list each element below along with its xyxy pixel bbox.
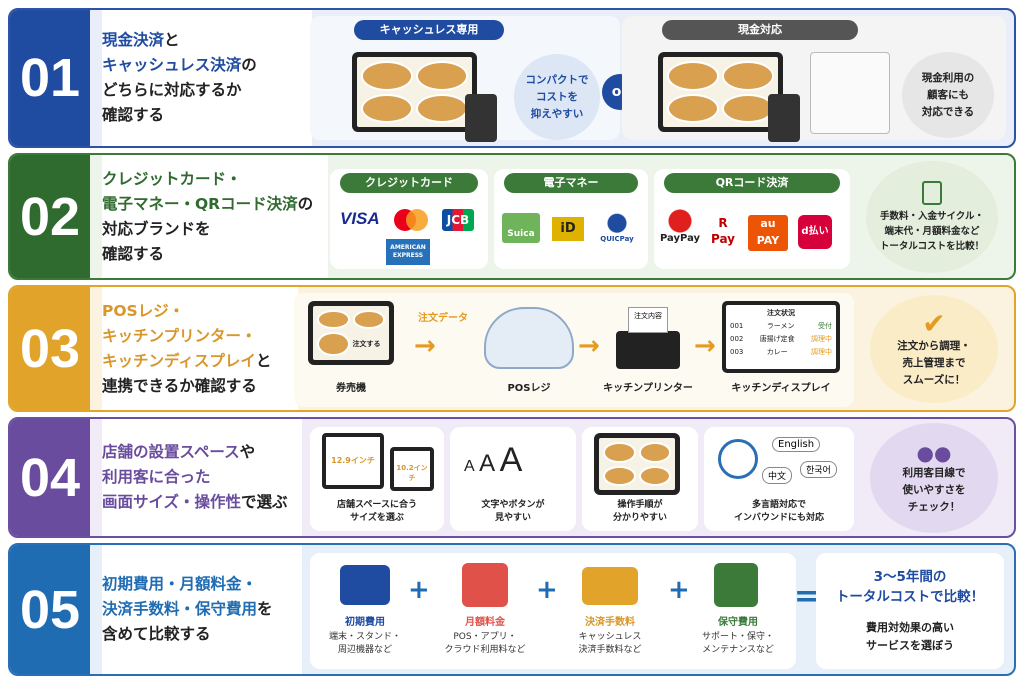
- arrow-icon: →: [414, 331, 436, 361]
- section-04: 04 店舗の設置スペースや 利用客に合った 画面サイズ・操作性で選ぶ 12.9イ…: [8, 417, 1016, 538]
- cost-items: 初期費用 端末・スタンド・周辺機器など + 月額料金 POS・アプリ・クラウド利…: [310, 553, 796, 669]
- pos-tablet-icon: [352, 52, 477, 132]
- emoney-pill: 電子マネー: [504, 173, 638, 193]
- plus-sign: +: [408, 575, 430, 605]
- jcb-logo: JCB: [442, 209, 474, 231]
- english-bubble: English: [772, 437, 821, 452]
- paypay-logo: PayPay: [660, 209, 700, 244]
- cash-card: 現金対応 現金利用の顧客にも対応できる: [622, 16, 1006, 142]
- credit-pill: クレジットカード: [340, 173, 478, 193]
- printer-paper: 注文内容: [628, 307, 668, 333]
- size-card: 12.9インチ 10.2インチ 店舗スペースに合うサイズを選ぶ: [310, 427, 444, 531]
- step-question: 店舗の設置スペースや 利用客に合った 画面サイズ・操作性で選ぶ: [102, 419, 302, 536]
- tablet-small-icon: 10.2インチ: [390, 447, 434, 491]
- mastercard-logo: [394, 209, 428, 231]
- arrow-icon: →: [578, 331, 600, 361]
- chinese-bubble: 中文: [762, 467, 793, 484]
- checklist-icon: [922, 180, 942, 205]
- compare-bubble: 手数料・入金サイクル・端末代・月額料金などトータルコストを比較！: [866, 161, 998, 273]
- maintenance-title: 保守費用: [718, 617, 758, 628]
- calendar-icon: [462, 563, 508, 607]
- step-number: 03: [10, 287, 90, 410]
- aupay-logo: au PAY: [748, 215, 788, 251]
- qr-pill: QRコード決済: [664, 173, 840, 193]
- globe-icon: [718, 439, 758, 479]
- visa-logo: VISA: [340, 209, 380, 228]
- step-number: 05: [10, 545, 90, 674]
- tablet-large-icon: 12.9インチ: [322, 433, 384, 489]
- card-terminal-icon: [465, 94, 497, 142]
- touch-tablet-icon: [594, 433, 680, 495]
- order-data-label: 注文データ: [418, 313, 468, 324]
- step-number: 01: [10, 10, 90, 146]
- printer-label: キッチンプリンター: [603, 383, 693, 394]
- monthly-fee-title: 月額料金: [465, 617, 505, 628]
- suica-logo: Suica: [502, 213, 540, 243]
- plus-sign: +: [668, 575, 690, 605]
- card-percent-icon: [582, 567, 638, 605]
- section-02: 02 クレジットカード・ 電子マネー・QRコード決済の 対応ブランドを 確認する…: [8, 153, 1016, 280]
- card-terminal-icon: [768, 94, 800, 142]
- pos-label: POSレジ: [507, 383, 551, 394]
- cashless-bubble: コンパクトでコストを抑えやすい: [514, 54, 600, 140]
- initial-cost-title: 初期費用: [345, 617, 385, 628]
- korean-bubble: 한국어: [800, 461, 837, 478]
- equals-sign: =: [794, 579, 820, 614]
- cash-pill: 現金対応: [662, 20, 858, 40]
- usability-bubble: ●● 利用客目線で使いやすさをチェック！: [870, 423, 998, 533]
- integration-bubble: ✔ 注文から調理・売上管理までスムーズに！: [870, 295, 998, 403]
- step-question: POSレジ・ キッチンプリンター・ キッチンディスプレイと 連携できるか確認する: [102, 287, 298, 410]
- step-number: 02: [10, 155, 90, 278]
- section-03: 03 POSレジ・ キッチンプリンター・ キッチンディスプレイと 連携できるか確…: [8, 285, 1016, 412]
- section-01: 01 現金決済と キャッシュレス決済の どちらに対応するか 確認する キャッシュ…: [8, 8, 1016, 148]
- payment-fee-title: 決済手数料: [585, 617, 635, 628]
- emoney-panel: 電子マネー Suica iD QUICPay: [494, 169, 648, 269]
- cash-bubble: 現金利用の顧客にも対応できる: [902, 52, 994, 138]
- kiosk-icon: 注文する: [308, 301, 394, 365]
- total-cost-card: 3〜5年間のトータルコストで比較！ 費用対効果の高いサービスを選ぼう: [816, 553, 1004, 669]
- quicpay-logo: QUICPay: [594, 213, 640, 247]
- pos-tablet-icon: [658, 52, 783, 132]
- kiosk-label: 券売機: [336, 383, 366, 394]
- terminal-icon: [340, 565, 390, 605]
- wrench-shield-icon: [714, 563, 758, 607]
- users-icon: ●●: [916, 440, 952, 465]
- multilang-card: English 中文 한국어 多言語対応でインバウンドにも対応: [704, 427, 854, 531]
- step-question: クレジットカード・ 電子マネー・QRコード決済の 対応ブランドを 確認する: [102, 155, 328, 278]
- cashless-card: キャッシュレス専用 コンパクトでコストを抑えやすい: [310, 16, 620, 142]
- id-logo: iD: [552, 217, 584, 241]
- dbarai-logo: d払い: [798, 215, 832, 249]
- cloud-gear-icon: [484, 307, 574, 369]
- integration-flow: 注文する 券売機 注文データ → POSレジ → 注文内容 キッチンプリンター …: [294, 293, 854, 407]
- text-size-icon: A A A: [464, 441, 523, 479]
- kds-label: キッチンディスプレイ: [731, 383, 831, 394]
- arrow-icon: →: [694, 331, 716, 361]
- credit-card-panel: クレジットカード VISA JCB AMERICAN EXPRESS: [330, 169, 488, 269]
- step-question: 現金決済と キャッシュレス決済の どちらに対応するか 確認する: [102, 10, 312, 146]
- step-question: 初期費用・月額料金・ 決済手数料・保守費用を 含めて比較する: [102, 545, 302, 674]
- section-05: 05 初期費用・月額料金・ 決済手数料・保守費用を 含めて比較する 初期費用 端…: [8, 543, 1016, 676]
- printer-icon: [616, 331, 680, 369]
- qr-panel: QRコード決済 PayPay R Pay au PAY d払い: [654, 169, 850, 269]
- text-size-card: A A A 文字やボタンが見やすい: [450, 427, 576, 531]
- cash-machine-icon: [810, 52, 890, 134]
- checkmark-icon: ✔: [922, 306, 946, 340]
- amex-logo: AMERICAN EXPRESS: [386, 239, 430, 265]
- cashless-pill: キャッシュレス専用: [354, 20, 504, 40]
- operation-card: 操作手順が分かりやすい: [582, 427, 698, 531]
- rpay-logo: R Pay: [710, 216, 736, 246]
- step-number: 04: [10, 419, 90, 536]
- plus-sign: +: [536, 575, 558, 605]
